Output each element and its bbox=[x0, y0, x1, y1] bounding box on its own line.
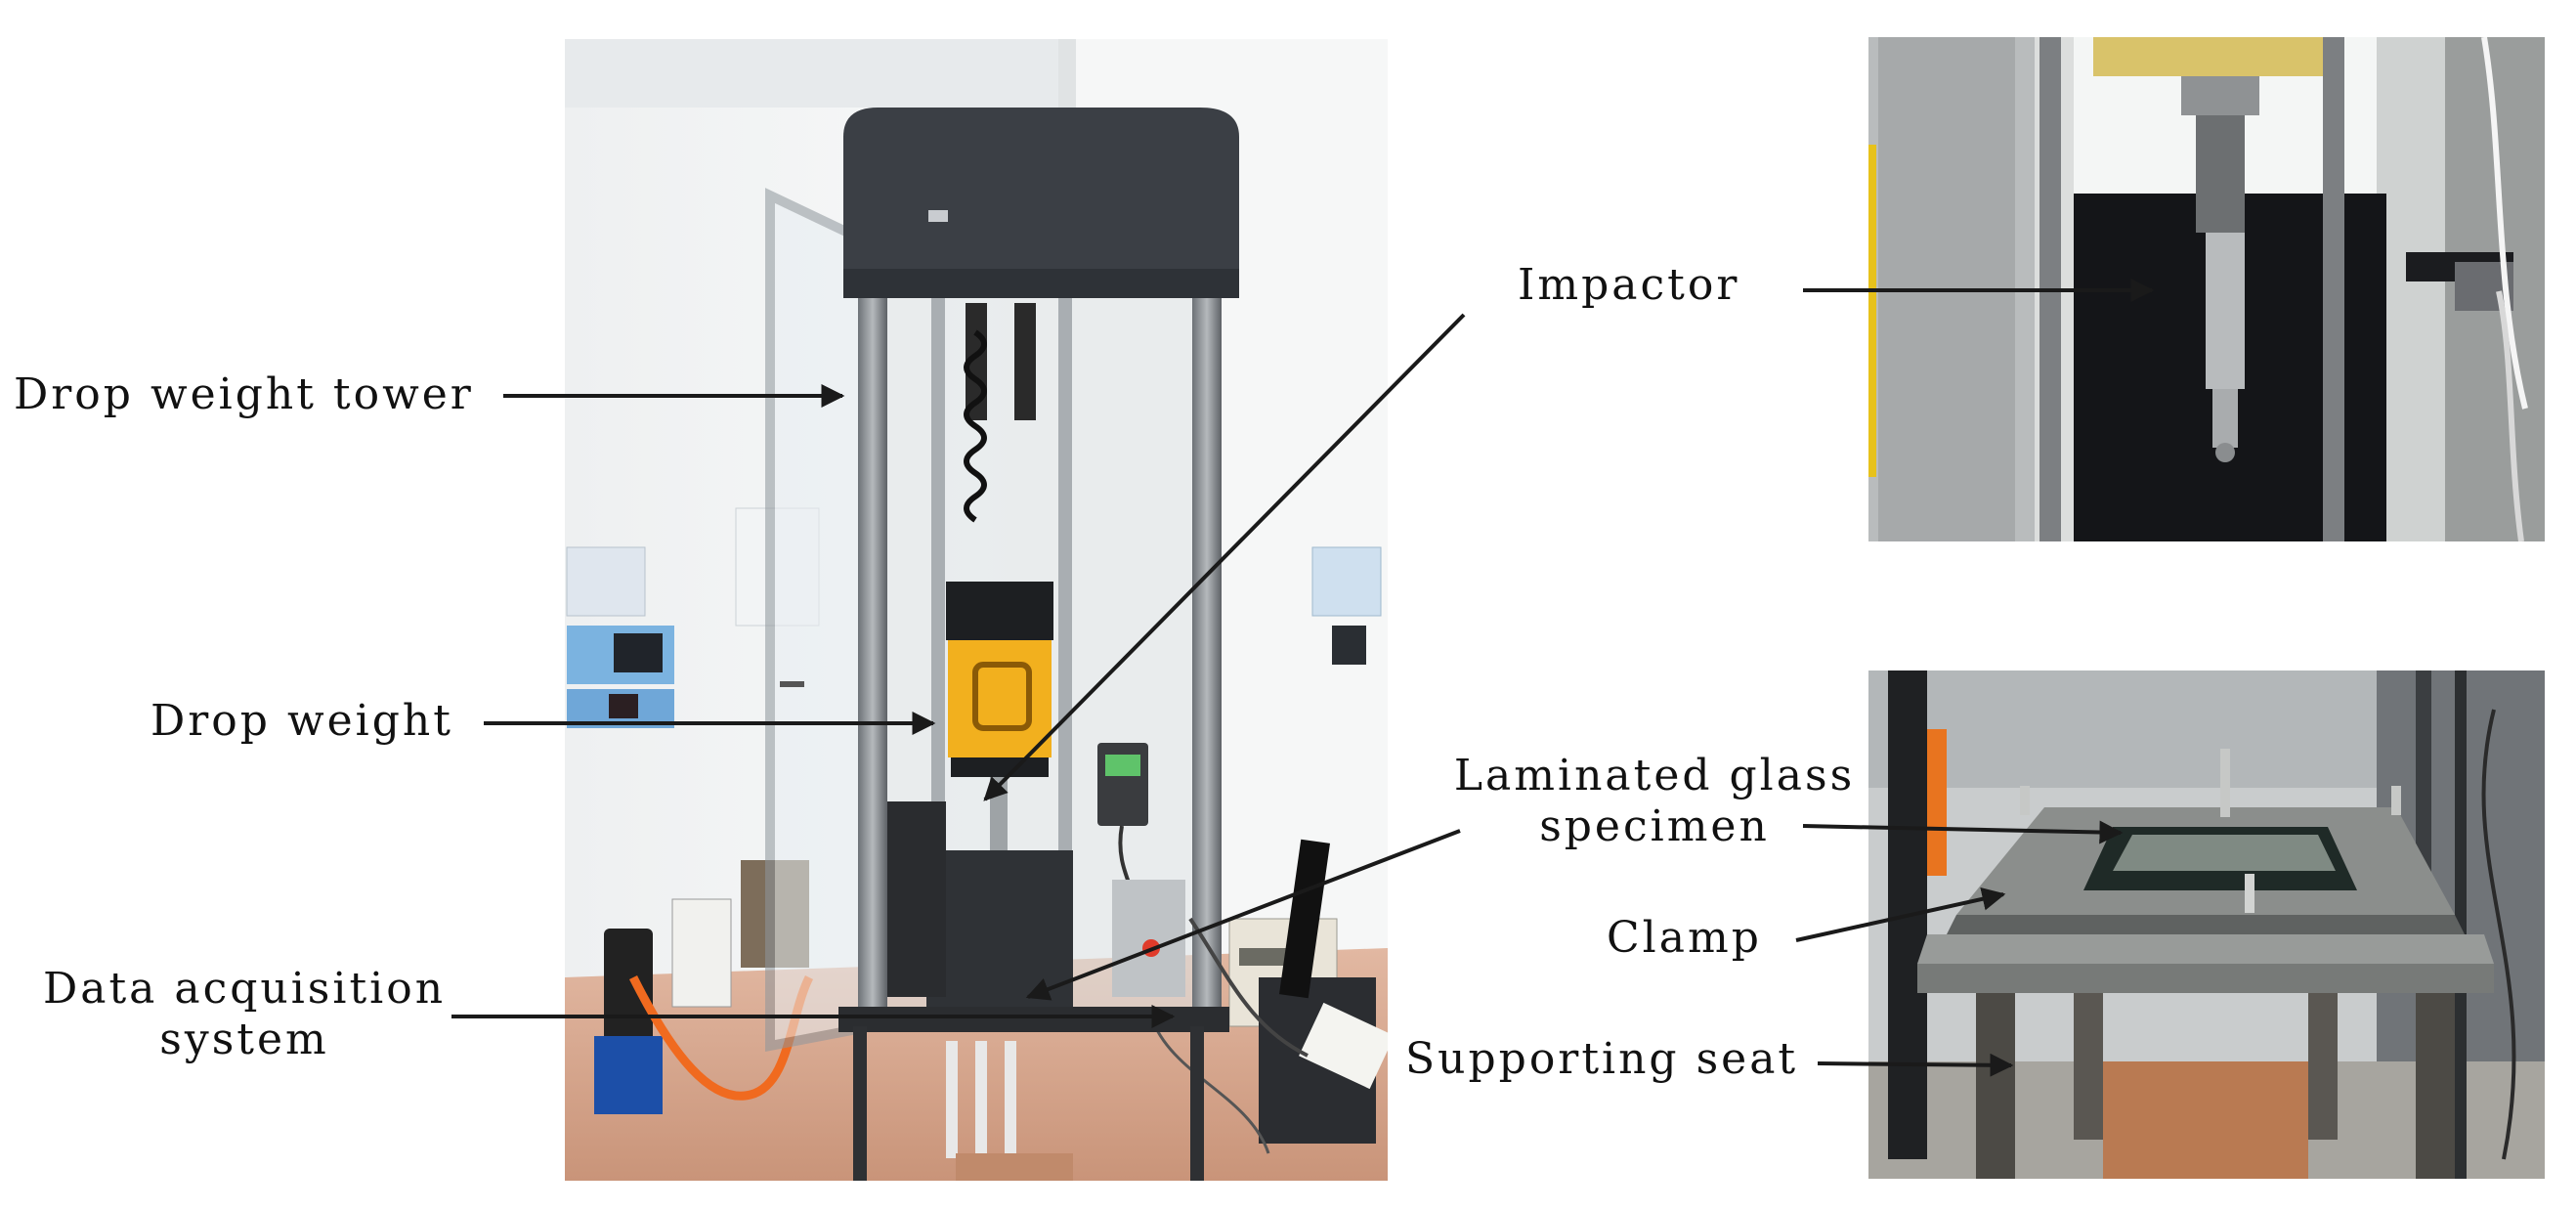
label-data-acquisition-system: Data acquisition system bbox=[29, 964, 459, 1065]
drop-weight-machine-photo bbox=[565, 39, 1388, 1181]
arrow-specimen-main bbox=[1025, 829, 1461, 1001]
label-drop-weight-tower: Drop weight tower bbox=[14, 369, 474, 419]
impactor-closeup-photo bbox=[1868, 37, 2545, 541]
label-laminated-line2: specimen bbox=[1539, 801, 1770, 851]
arrow-impactor-main bbox=[983, 313, 1466, 801]
impactor-closeup-illustration bbox=[1868, 37, 2545, 541]
label-impactor: Impactor bbox=[1518, 260, 1740, 310]
arrow-specimen-closeup bbox=[1802, 820, 2124, 844]
label-data-acquisition-line1: Data acquisition bbox=[42, 964, 447, 1014]
arrow-supporting-seat bbox=[1817, 1053, 2014, 1077]
drop-weight-machine-illustration bbox=[565, 39, 1388, 1181]
label-laminated-glass-specimen: Laminated glass specimen bbox=[1435, 751, 1874, 852]
label-drop-weight: Drop weight bbox=[150, 696, 453, 746]
label-laminated-line1: Laminated glass bbox=[1453, 751, 1856, 800]
label-clamp: Clamp bbox=[1607, 913, 1762, 963]
label-data-acquisition-line2: system bbox=[159, 1015, 329, 1064]
arrow-clamp bbox=[1795, 887, 2006, 942]
label-supporting-seat: Supporting seat bbox=[1405, 1034, 1799, 1084]
